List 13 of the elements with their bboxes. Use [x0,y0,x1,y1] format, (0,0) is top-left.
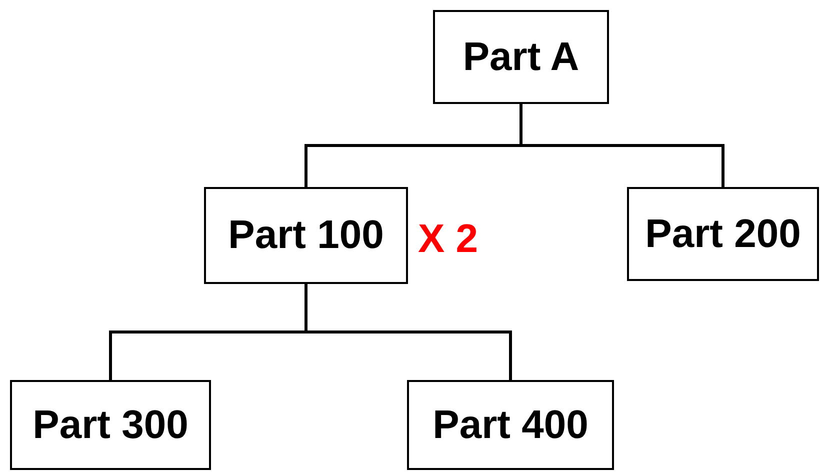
part-name: Part 200 [645,212,801,256]
part-name: Part 300 [32,402,188,448]
part-name: Part A [462,34,580,80]
connector-line [304,284,512,380]
part-box [627,187,819,281]
part-box [407,380,614,470]
part-name: Part 100 [228,213,384,258]
part-box [433,10,609,104]
quantity-label: X 2 [418,217,478,262]
connector-line [520,104,724,187]
part-box [204,187,408,284]
part-box [10,380,211,470]
part-name: Part 400 [432,402,588,448]
